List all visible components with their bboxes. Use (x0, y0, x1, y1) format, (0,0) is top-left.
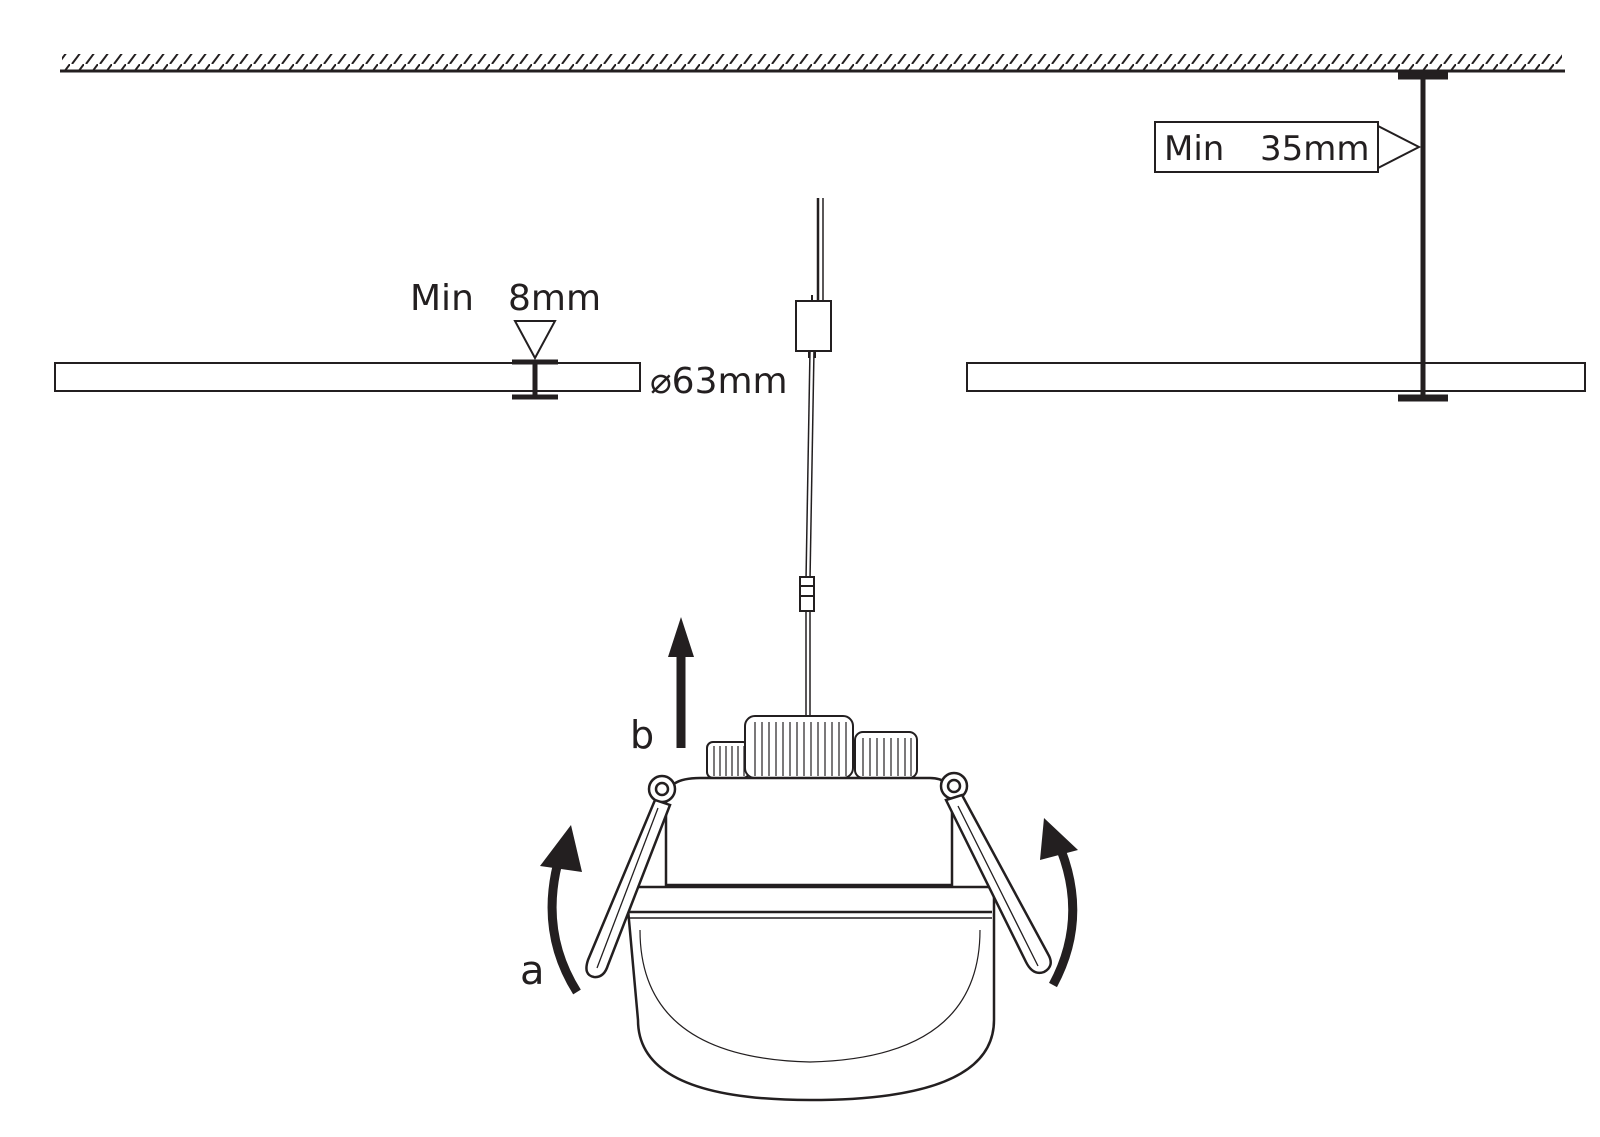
ceiling-panel-left (54, 362, 641, 392)
connector-icon (799, 576, 815, 612)
clearance-min-label: Min (1164, 129, 1224, 169)
spring-clip-left (585, 774, 677, 979)
clearance-value-label: 35mm (1260, 129, 1370, 169)
ceiling-structure (60, 54, 1565, 73)
fold-spring-arrow-right-icon (1040, 818, 1078, 988)
step-b-label: b (630, 713, 654, 757)
clearance-pointer-icon (1377, 124, 1422, 170)
fold-spring-arrow-left-icon (540, 825, 582, 995)
ceiling-panel-right (966, 362, 1586, 392)
panel-thickness-dimension (512, 320, 558, 400)
ceiling-clearance-dimension (1154, 72, 1448, 402)
step-a-label: a (520, 948, 545, 994)
heat-sink (706, 715, 918, 779)
push-up-arrow-icon (668, 617, 694, 748)
thickness-pointer-icon (513, 320, 557, 361)
cutout-diameter-label: ⌀63mm (650, 361, 788, 402)
panel-thickness-min-label: Min (410, 278, 474, 319)
supply-cable (805, 198, 824, 720)
downlight-body (624, 776, 996, 1102)
panel-thickness-value-label: 8mm (508, 278, 601, 319)
driver-icon (795, 295, 832, 358)
spring-clip-right (939, 771, 1052, 975)
